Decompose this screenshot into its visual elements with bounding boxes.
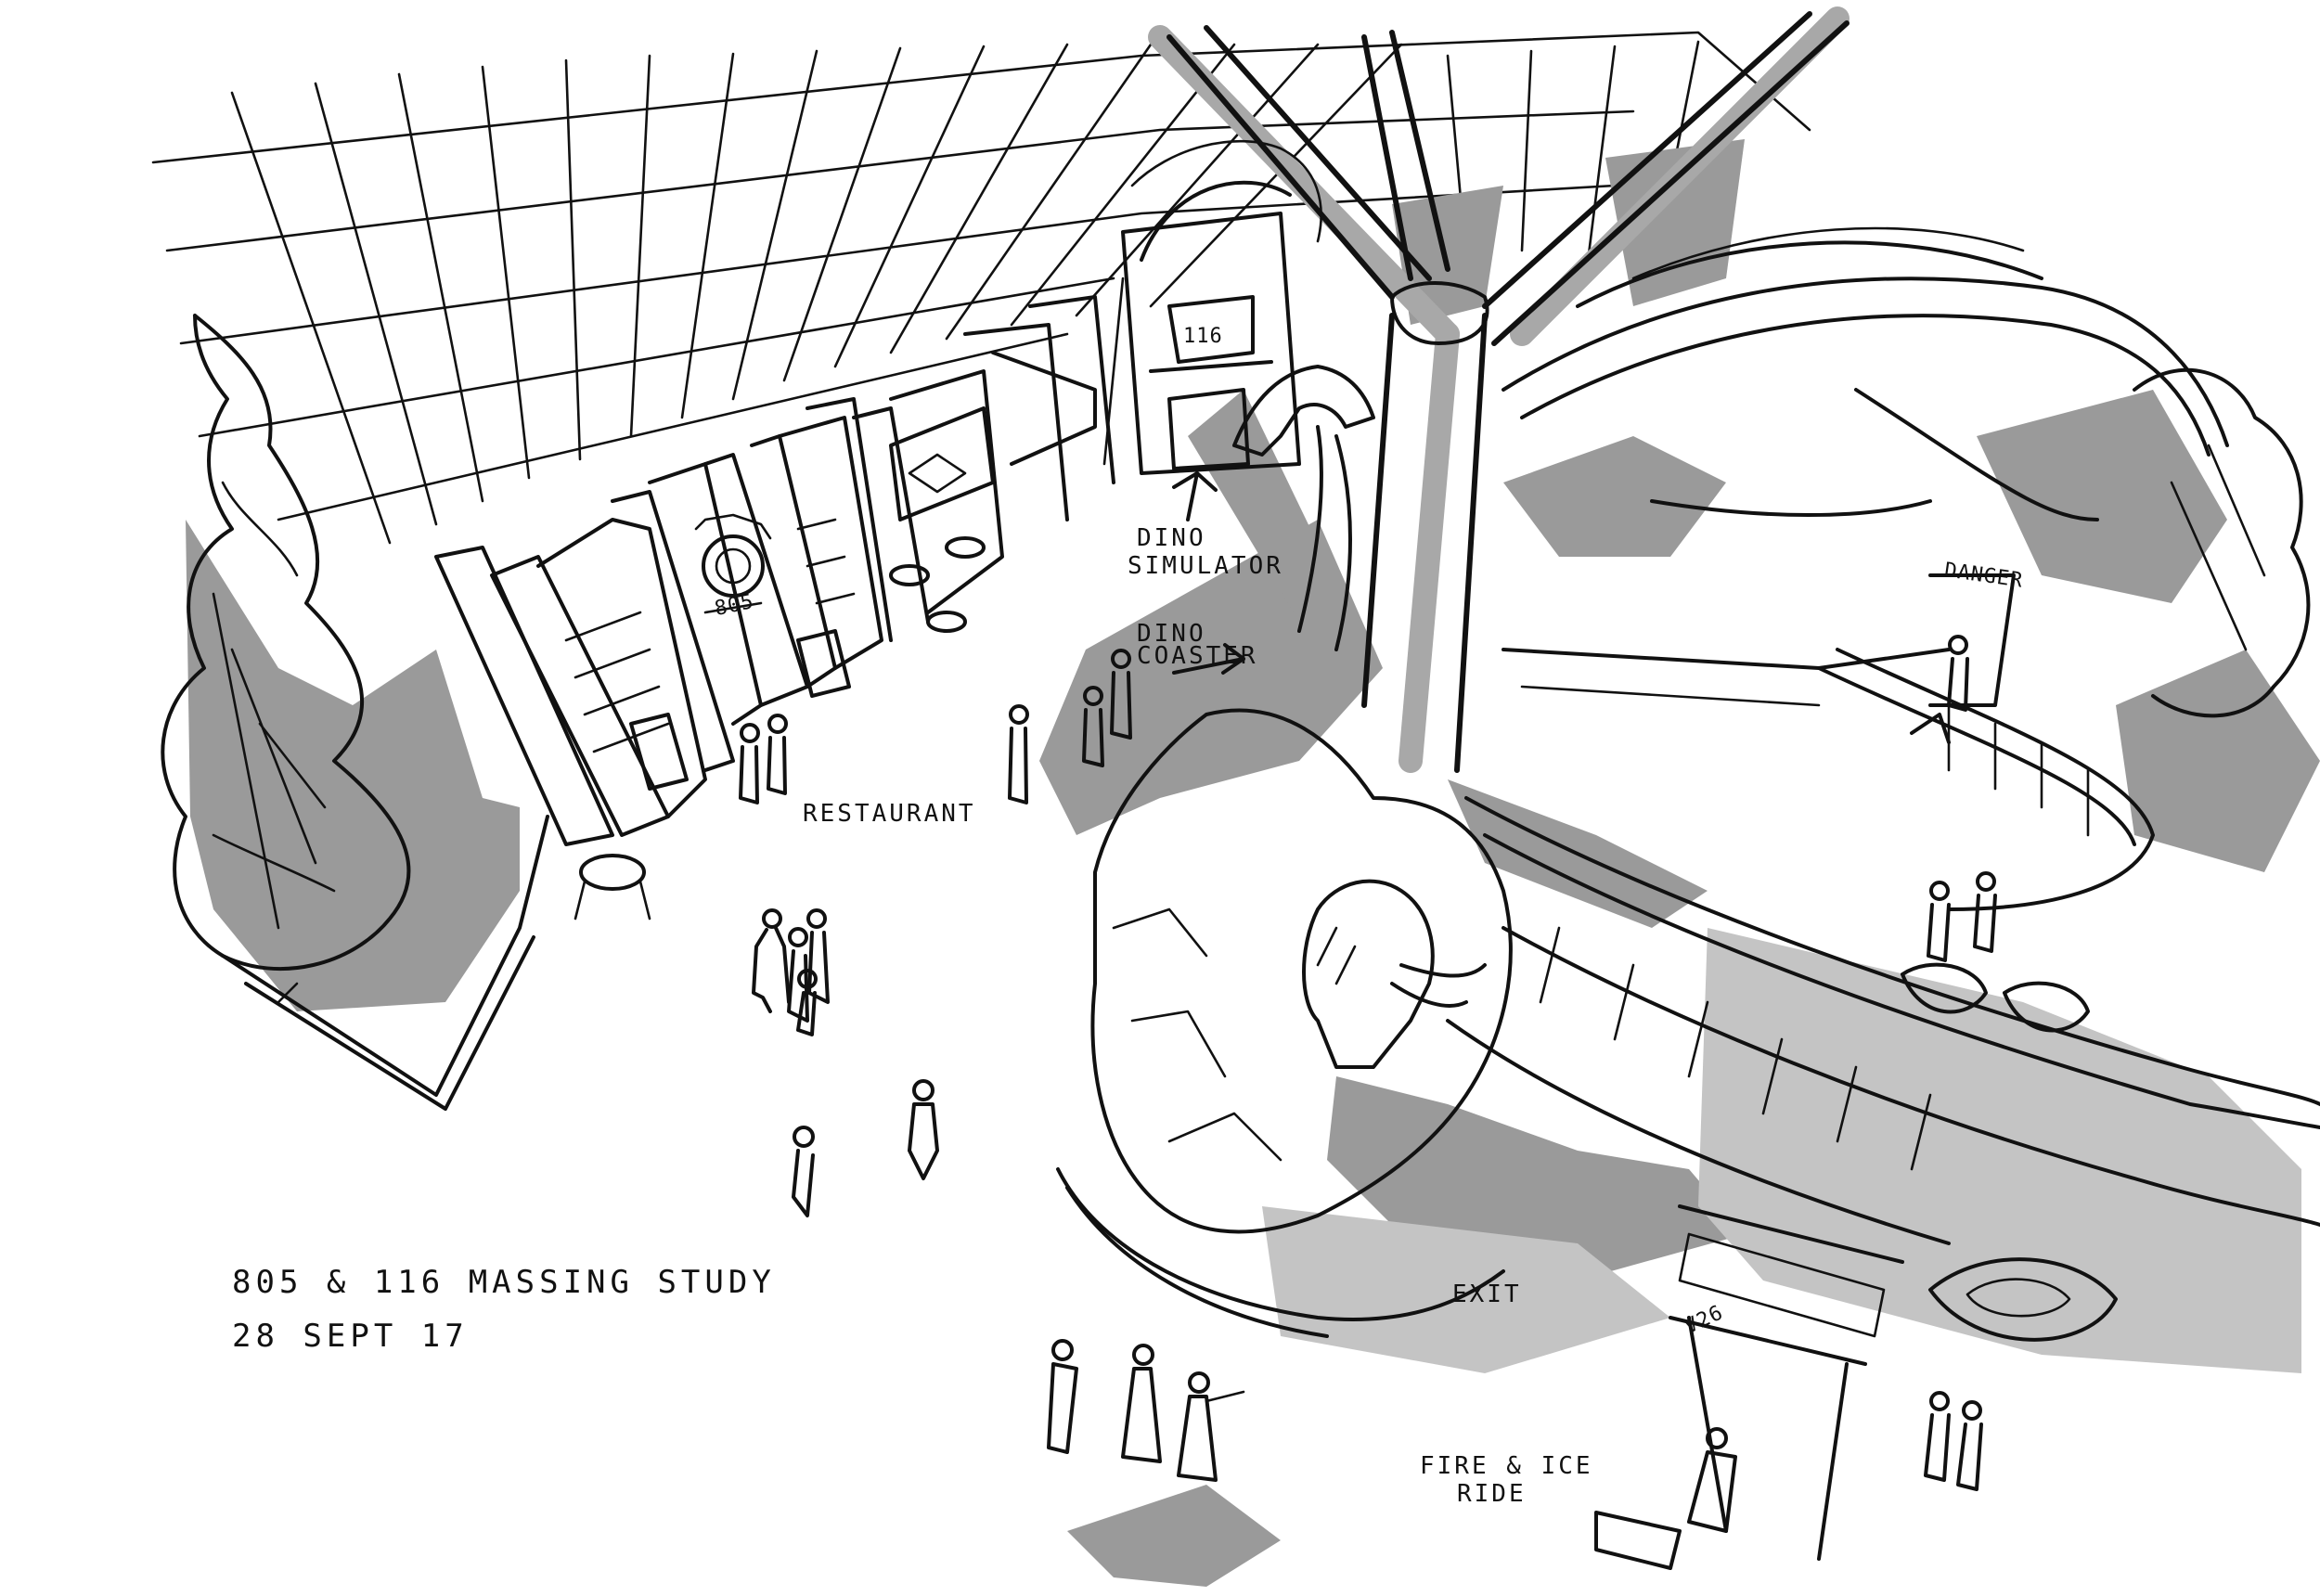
- direction-arrows: [1172, 471, 1951, 1570]
- label-dino-simulator-line1: DINO: [1137, 524, 1206, 552]
- gate-116: [1102, 139, 1322, 475]
- storefront-row: [434, 295, 1115, 846]
- mammoth-sculpture: [1302, 879, 1487, 1069]
- people-figures: [739, 635, 1997, 1533]
- sign-gate-116: 116: [1183, 325, 1223, 348]
- study-date: 28 SEPT 17: [232, 1318, 469, 1355]
- label-dino-coaster-line1: DINO: [1137, 620, 1206, 648]
- central-column: [1166, 11, 1850, 773]
- tree-left: [161, 314, 411, 972]
- study-title: 805 & 116 MASSING STUDY: [232, 1264, 776, 1301]
- tree-right: [2133, 367, 2311, 718]
- planter-wall: [221, 815, 549, 1111]
- label-restaurant: RESTAURANT: [803, 800, 976, 828]
- marker-shading: [186, 6, 2320, 1587]
- label-fire-ice-ride-line1: FIRE & ICE: [1420, 1452, 1593, 1480]
- label-exit: EXIT: [1452, 1281, 1522, 1308]
- ride-gate: [1669, 1204, 1904, 1561]
- coaster-track: [1502, 226, 2229, 521]
- ride-channel: [1446, 796, 2320, 1342]
- dinosaur-head: [1232, 365, 1375, 651]
- label-dino-coaster-line2: COASTER: [1137, 642, 1258, 670]
- label-dino-simulator-line2: SIMULATOR: [1128, 552, 1283, 580]
- label-fire-ice-ride-line2: RIDE: [1457, 1480, 1527, 1508]
- rock-formation: [1056, 708, 1513, 1338]
- cafe-tables: [574, 536, 986, 920]
- clock-emblem: [694, 513, 772, 614]
